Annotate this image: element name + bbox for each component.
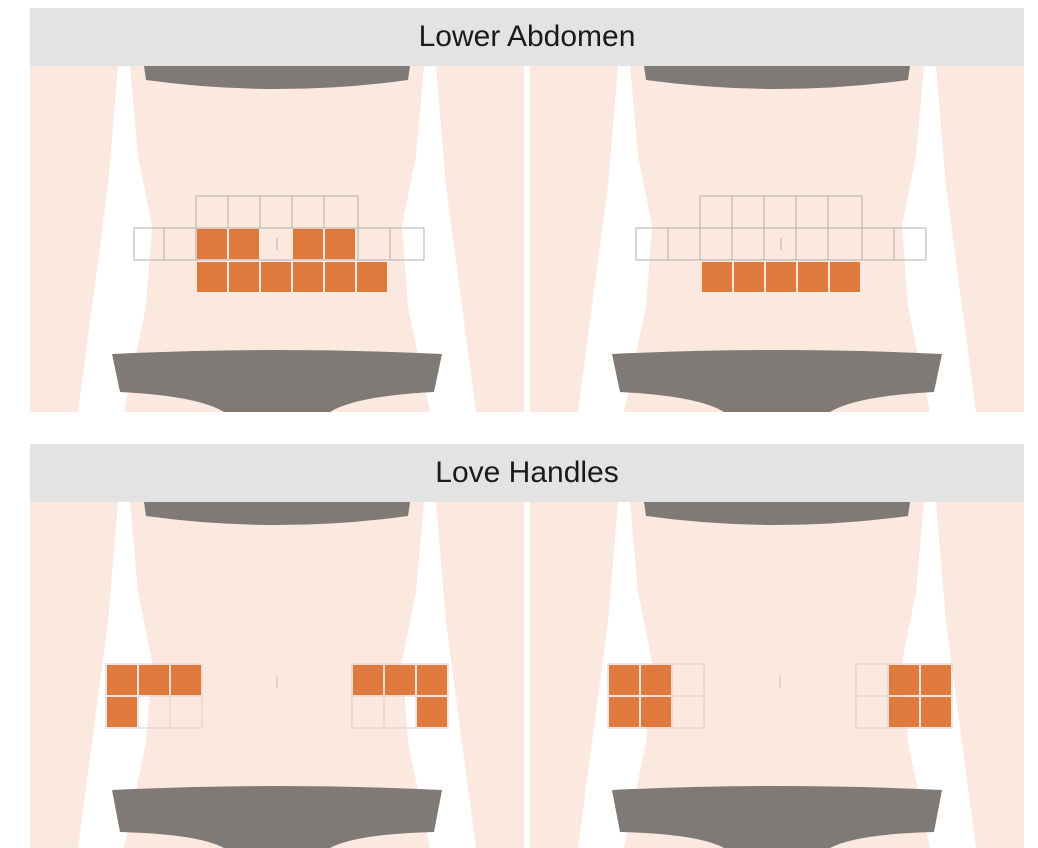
love-handles-torso-diagram-right xyxy=(530,502,1024,848)
treated-cell xyxy=(357,262,387,292)
treated-cell xyxy=(325,262,355,292)
treated-cell xyxy=(139,665,169,695)
treated-cells xyxy=(702,262,860,292)
love-handles-torso-diagram-left xyxy=(30,502,524,848)
treated-cell xyxy=(293,229,323,259)
treated-cell xyxy=(293,262,323,292)
treated-cell xyxy=(641,697,671,727)
lower-abdomen-title: Lower Abdomen xyxy=(419,20,636,54)
treated-cell xyxy=(417,697,447,727)
treated-cell xyxy=(229,229,259,259)
love-handles-title: Love Handles xyxy=(435,456,618,490)
treated-cell xyxy=(385,665,415,695)
treated-cell xyxy=(171,665,201,695)
treated-cell xyxy=(417,665,447,695)
treated-cell xyxy=(261,262,291,292)
treated-cell xyxy=(197,229,227,259)
treated-cell xyxy=(107,665,137,695)
treated-cell xyxy=(798,262,828,292)
treated-cell xyxy=(889,665,919,695)
treated-cell xyxy=(609,665,639,695)
lower-abdomen-torso-diagram-right xyxy=(530,66,1024,412)
treated-cell xyxy=(921,697,951,727)
treated-cell xyxy=(197,262,227,292)
treated-cell xyxy=(889,697,919,727)
treated-cell xyxy=(734,262,764,292)
lower-abdomen-torso-diagram-left xyxy=(30,66,524,412)
treated-cell xyxy=(766,262,796,292)
treated-cell xyxy=(830,262,860,292)
treated-cell xyxy=(921,665,951,695)
treated-cell xyxy=(353,665,383,695)
treated-cell xyxy=(107,697,137,727)
love-handles-header: Love Handles xyxy=(30,444,1024,502)
lower-abdomen-header: Lower Abdomen xyxy=(30,8,1024,66)
treated-cell xyxy=(229,262,259,292)
treated-cell xyxy=(641,665,671,695)
treated-cell xyxy=(702,262,732,292)
treated-cell xyxy=(609,697,639,727)
treated-cell xyxy=(325,229,355,259)
